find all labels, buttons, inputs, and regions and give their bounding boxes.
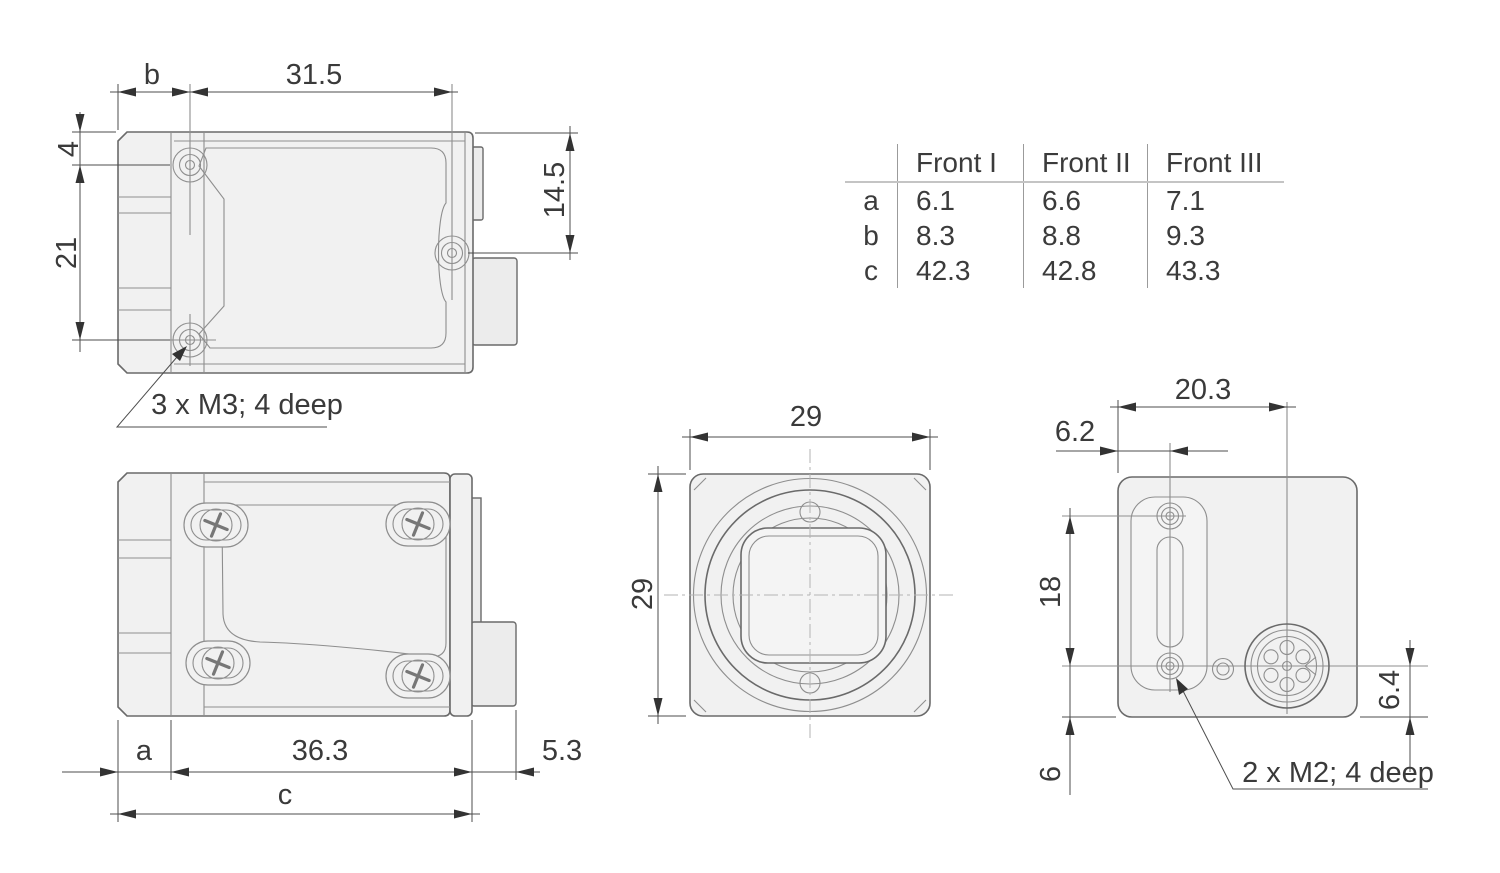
dim-label-6-4: 6.4 <box>1374 670 1406 710</box>
dim-label-c: c <box>278 779 293 811</box>
table-cell: 6.6 <box>1023 182 1148 218</box>
row-label-a: a <box>863 184 879 216</box>
note-m3-screws: 3 x M3; 4 deep <box>151 389 343 421</box>
dim-label-20-3: 20.3 <box>1175 374 1231 406</box>
connector-block-bottom <box>470 621 517 707</box>
dim-label-height-29: 29 <box>627 578 659 610</box>
table-header-row: Front I Front II Front III <box>845 144 1284 183</box>
dim-label-5-3: 5.3 <box>542 735 582 767</box>
dim-label-4: 4 <box>53 141 85 157</box>
side-view-bottom: a 36.3 5.3 c <box>62 472 582 822</box>
note-m2-screws: 2 x M2; 4 deep <box>1242 757 1434 789</box>
table-cell: 7.1 <box>1147 182 1284 218</box>
table-cell: 42.8 <box>1023 253 1148 288</box>
table-cell: 6.1 <box>897 182 1024 218</box>
table-cell: 42.3 <box>897 253 1024 288</box>
phillips-screw <box>401 507 435 541</box>
row-label-c: c <box>864 254 878 286</box>
row-label-b: b <box>863 219 879 251</box>
table-col-front-3: Front III <box>1147 144 1284 183</box>
camera-body-top <box>117 131 474 374</box>
dim-label-width-29: 29 <box>790 401 822 433</box>
status-led-hole <box>1211 657 1235 681</box>
dim-label-6: 6 <box>1035 766 1067 782</box>
power-io-connector <box>1244 623 1330 709</box>
dim-label-14-5: 14.5 <box>539 162 571 218</box>
dimension-table: Front I Front II Front III a 6.1 6.6 7.1… <box>845 144 1284 288</box>
side-panel-outline <box>198 147 447 349</box>
phillips-screw <box>401 659 435 693</box>
dim-label-b: b <box>144 59 160 91</box>
table-cell: 9.3 <box>1147 218 1284 253</box>
m2-screw-hole <box>1156 652 1184 680</box>
table-cell: 43.3 <box>1147 253 1284 288</box>
dim-label-a: a <box>136 735 153 767</box>
front-view: 29 29 <box>627 401 956 741</box>
side-view-top: b 31.5 4 21 14.5 3 x M3; 4 deep <box>51 59 578 428</box>
phillips-screw <box>199 508 233 542</box>
phillips-screw <box>201 646 235 680</box>
dim-label-21: 21 <box>51 237 83 269</box>
table-col-front-2: Front II <box>1023 144 1148 183</box>
io-panel <box>1130 496 1208 691</box>
table-col-front-1: Front I <box>897 144 1024 183</box>
table-cell: 8.3 <box>897 218 1024 253</box>
back-view: 20.3 6.2 18 6 6.4 2 x M2; 4 deep <box>1035 374 1434 795</box>
dim-label-31-5: 31.5 <box>286 59 342 91</box>
dim-label-6-2: 6.2 <box>1055 416 1095 448</box>
dim-label-36-3: 36.3 <box>292 735 348 767</box>
table-row: b 8.3 8.8 9.3 <box>845 218 1284 253</box>
rear-flange <box>449 473 473 717</box>
m2-screw-hole <box>1156 502 1184 530</box>
table-row: c 42.3 42.8 43.3 <box>845 253 1284 288</box>
table-row: a 6.1 6.6 7.1 <box>845 182 1284 218</box>
table-cell: 8.8 <box>1023 218 1148 253</box>
dim-label-18: 18 <box>1035 576 1067 608</box>
connector-block-top <box>471 257 518 346</box>
